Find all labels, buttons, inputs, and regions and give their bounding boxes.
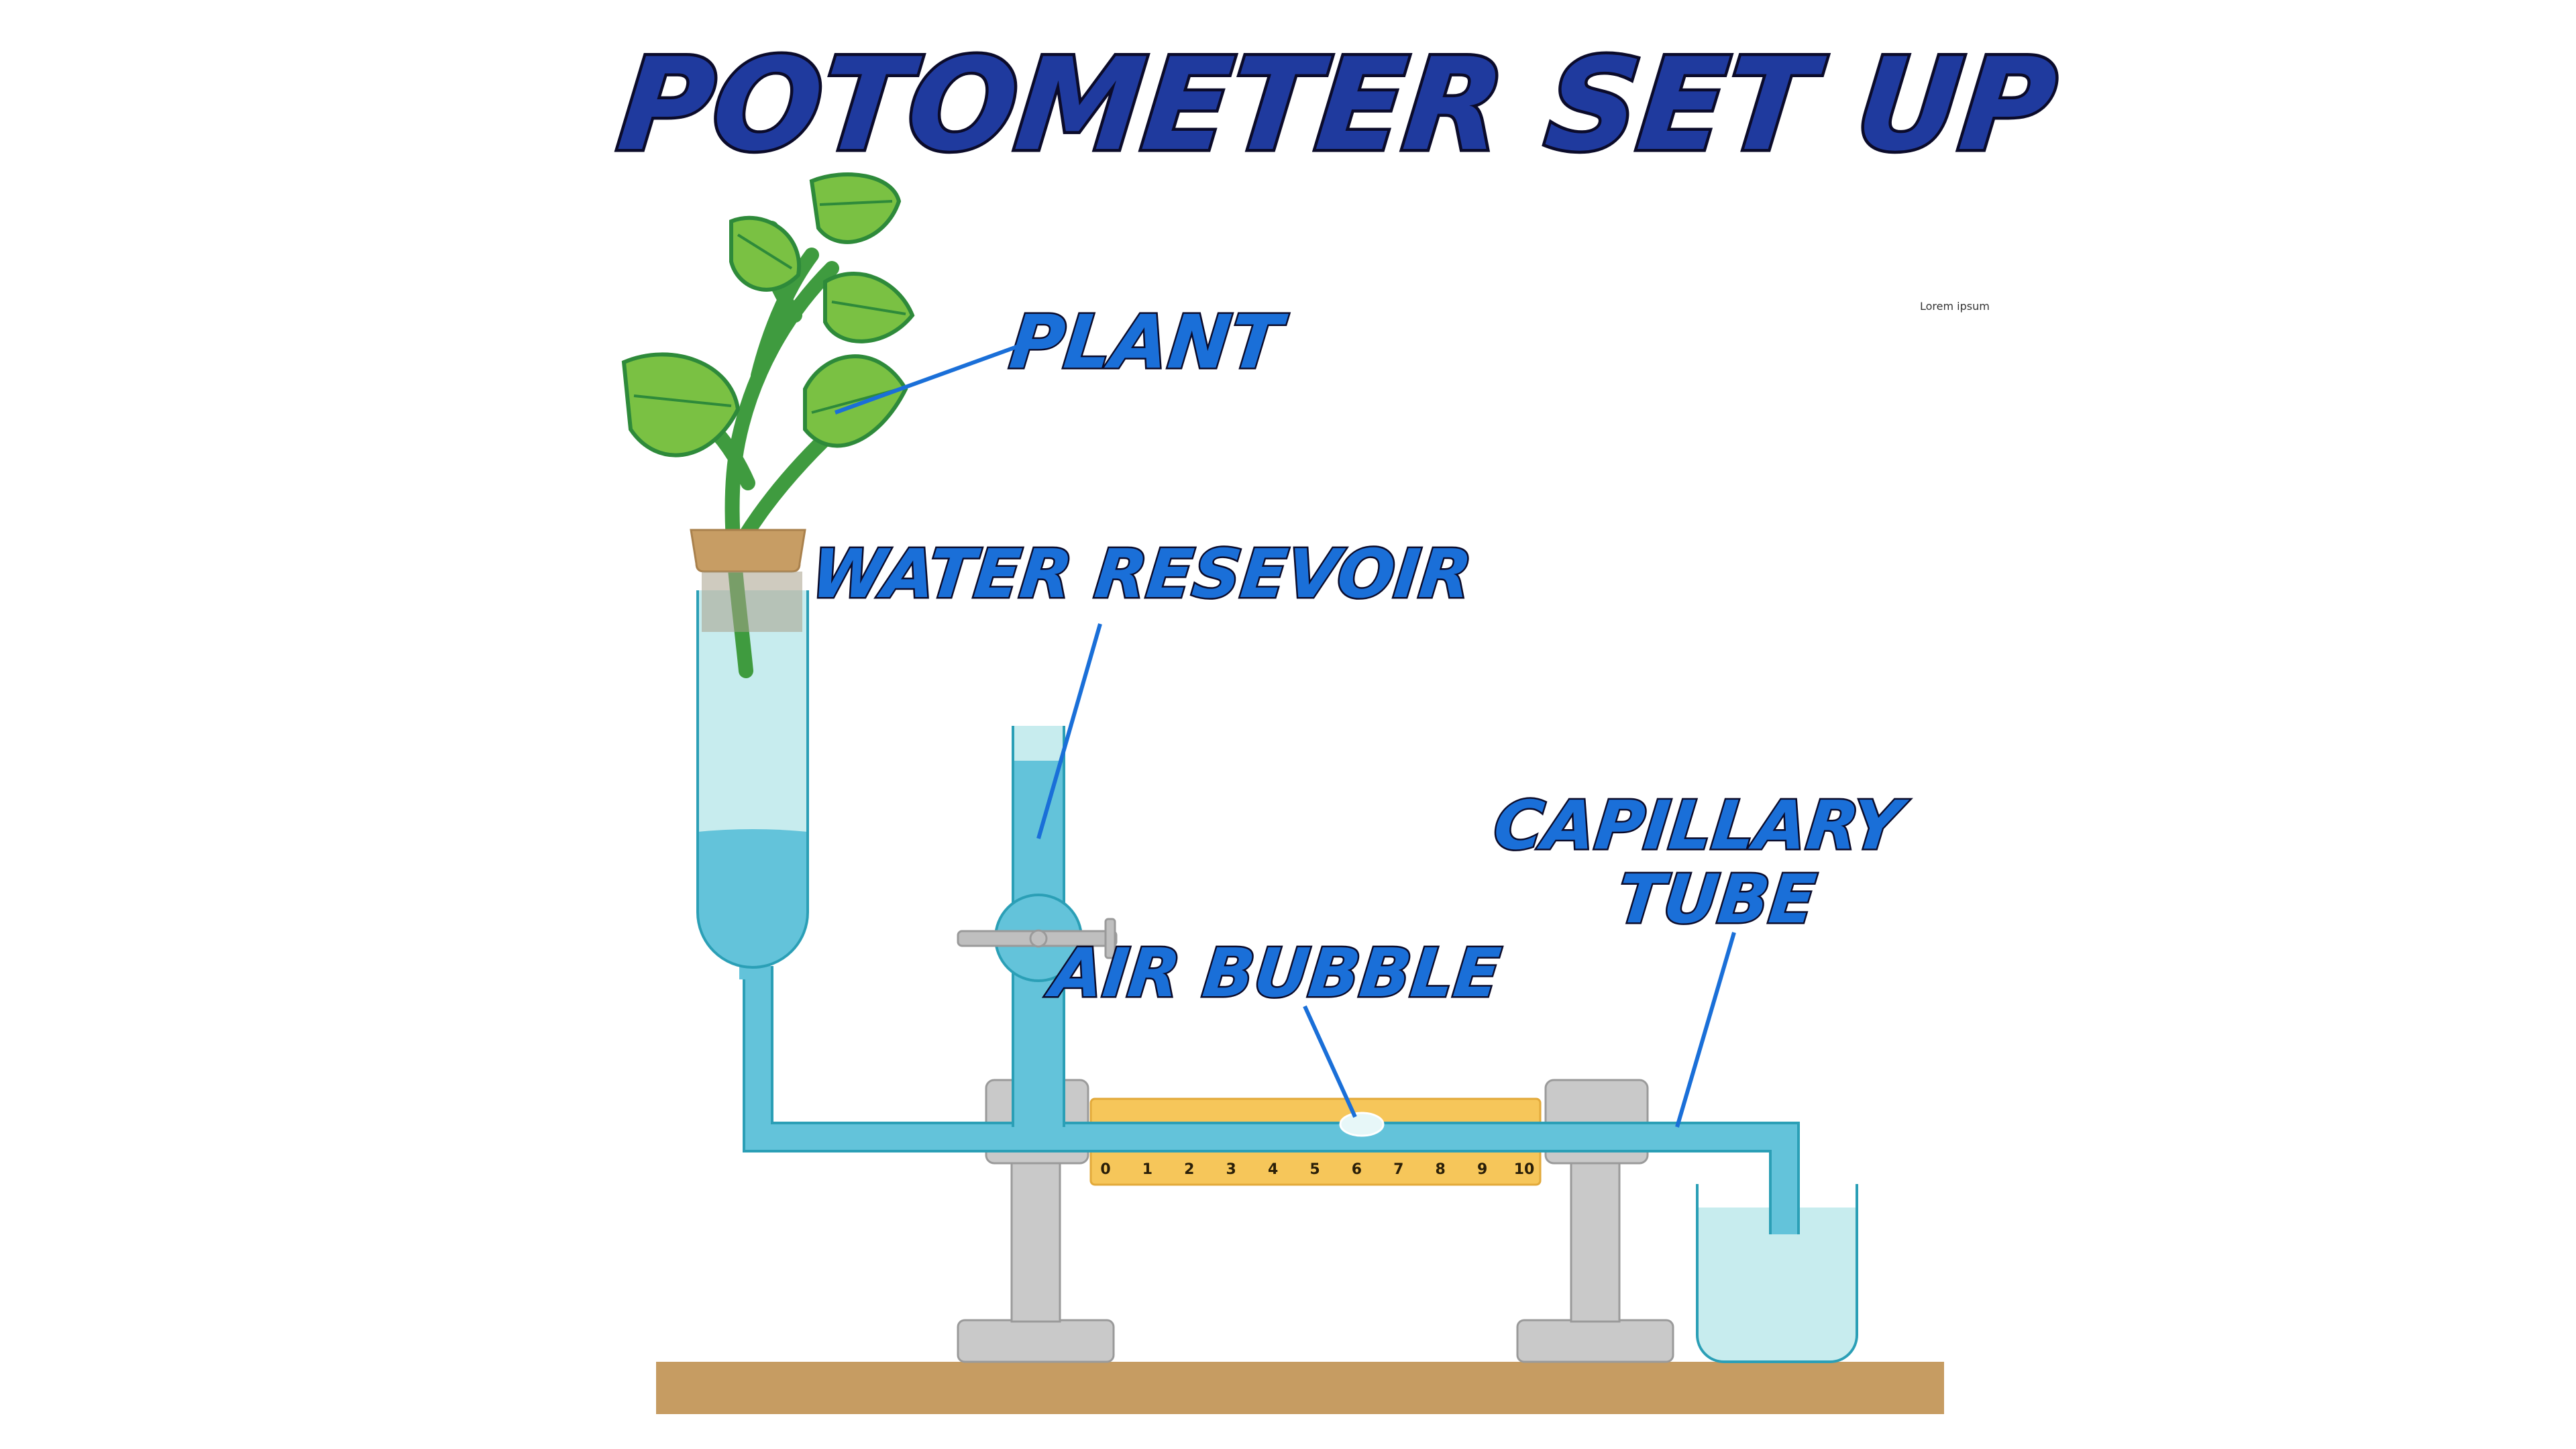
cork [690,529,806,632]
ruler-tick-label: 3 [1226,1161,1236,1178]
leaf-group [621,172,915,458]
ruler-tick-label: 2 [1184,1161,1194,1178]
pointer-water-reservoir [1036,623,1102,839]
pointer-plant [834,340,1031,415]
ruler-tick-label: 10 [1514,1161,1535,1178]
ruler-tick-label: 4 [1268,1161,1278,1178]
water-reservoir [957,726,1118,1127]
capillary-pipe [743,966,1800,1234]
label-capillary-tube-line2: TUBE [1614,860,1819,938]
bench [656,1362,1944,1414]
watermark-text: Lorem ipsum [1920,300,1990,313]
ruler-tick-label: 1 [1142,1161,1152,1178]
plant-tube [696,590,809,979]
pointer-air-bubble [1303,1005,1357,1118]
pointer-lines [834,340,1736,1128]
label-plant: PLANT [1006,300,1291,386]
ruler-tick-label: 6 [1352,1161,1362,1178]
ruler-tick-label: 5 [1309,1161,1320,1178]
ruler-labels: 0 1 2 3 4 5 6 7 8 9 10 [1100,1161,1534,1178]
label-capillary-tube-line1: CAPILLARY [1490,786,1911,865]
ruler-tick-label: 7 [1393,1161,1403,1178]
beaker [1696,1184,1858,1363]
label-water-reservoir: WATER RESEVOIR [808,535,1476,613]
label-air-bubble: AIR BUBBLE [1042,934,1503,1012]
ruler-tick-label: 8 [1436,1161,1446,1178]
plant [621,172,915,678]
diagram-title: POTOMETER SET UP [612,30,2063,178]
pointer-capillary-tube [1675,932,1736,1128]
air-bubble [1339,1112,1385,1137]
ruler-tick-label: 0 [1100,1161,1110,1178]
ruler-tick-label: 9 [1477,1161,1487,1178]
